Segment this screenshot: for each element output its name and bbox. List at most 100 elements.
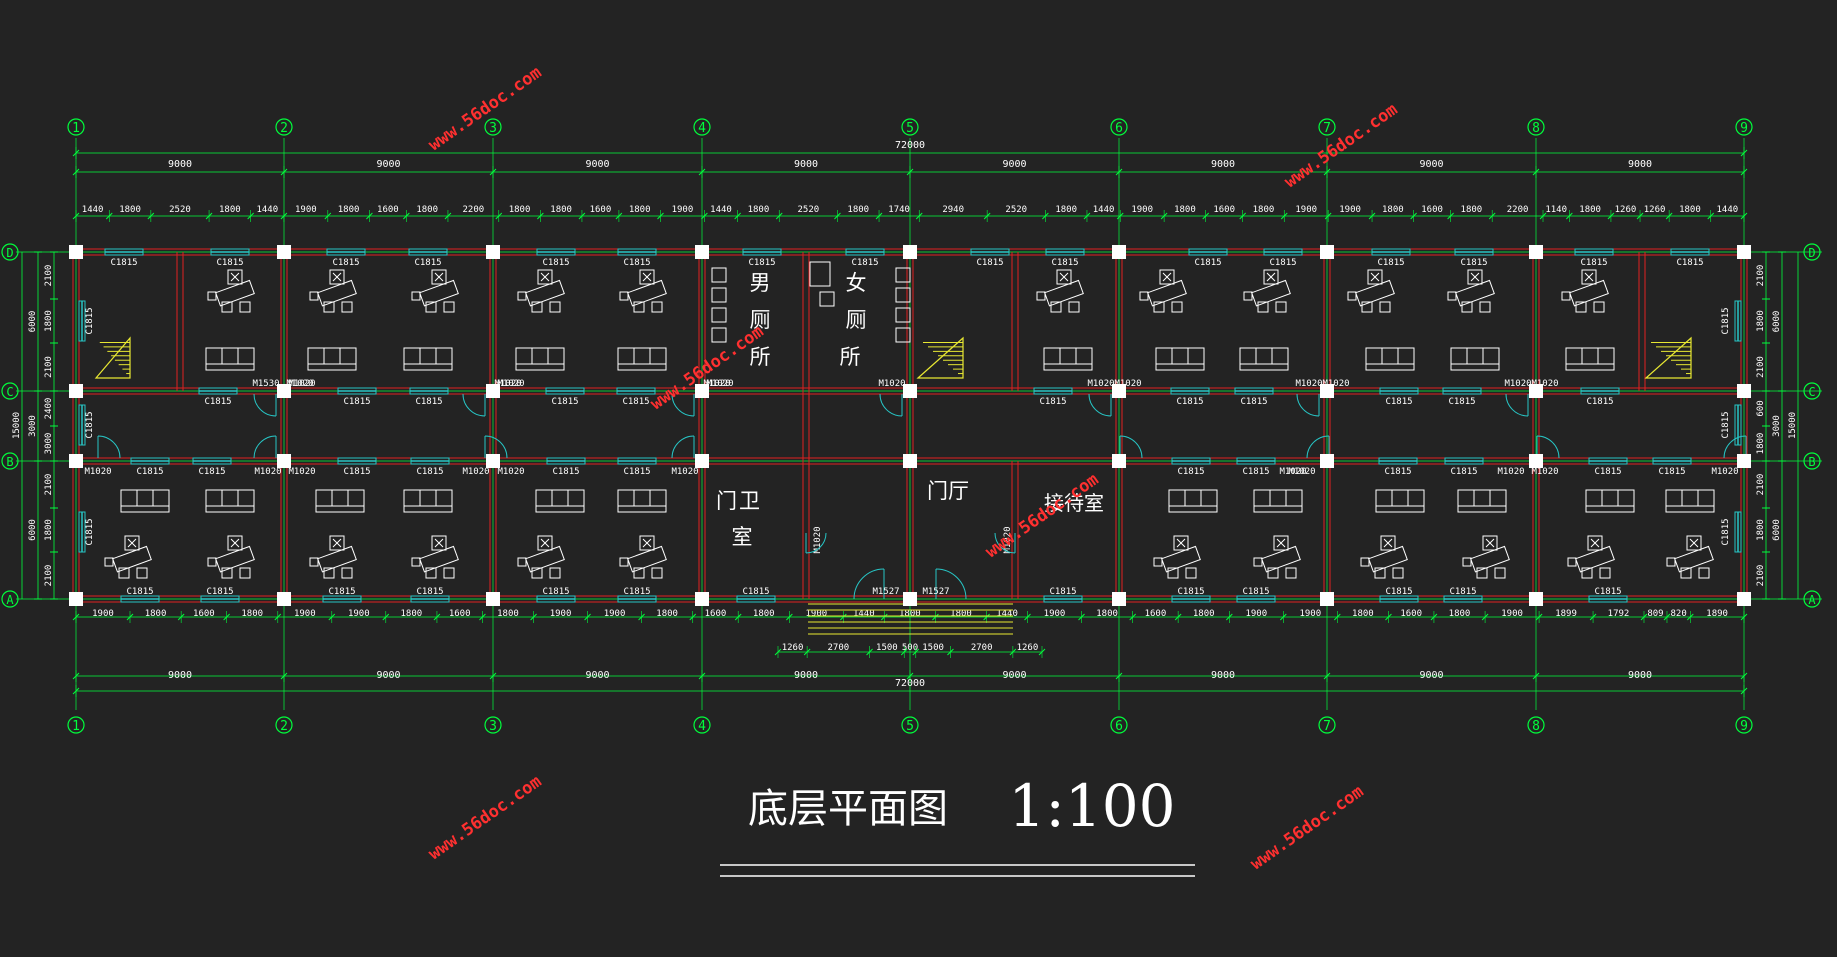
bay-dim-text: 9000 bbox=[1419, 159, 1443, 170]
monitor-detail bbox=[127, 538, 137, 548]
column bbox=[1112, 454, 1126, 468]
room-mens-wc: 男厕所 bbox=[750, 271, 771, 369]
sofa bbox=[1565, 347, 1615, 371]
entrance-segment-text: 1260 bbox=[782, 643, 804, 653]
door-swing bbox=[805, 532, 827, 554]
sofa-frame bbox=[1665, 489, 1715, 513]
bottom-segment-text: 1800 bbox=[241, 609, 263, 619]
desk bbox=[1569, 279, 1609, 307]
door-label: M1020 bbox=[1497, 467, 1524, 477]
window-label: C1815 bbox=[343, 467, 370, 477]
window-label: C1815 bbox=[1039, 397, 1066, 407]
column bbox=[695, 245, 709, 259]
sofa-frame bbox=[1365, 347, 1415, 371]
window-label: C1815 bbox=[204, 397, 231, 407]
chair bbox=[1593, 301, 1605, 313]
chair bbox=[633, 301, 645, 313]
bottom-segment-text: 1900 bbox=[348, 609, 370, 619]
window-label: C1815 bbox=[126, 587, 153, 597]
office-desk-set bbox=[1243, 269, 1291, 313]
chair bbox=[619, 557, 629, 567]
chair bbox=[443, 301, 455, 313]
bottom-segment-text: 1900 bbox=[1245, 609, 1267, 619]
door-label: M1020 bbox=[497, 467, 524, 477]
chair bbox=[1185, 567, 1197, 579]
top-segment-text: 1900 bbox=[295, 205, 317, 215]
chair bbox=[136, 567, 148, 579]
chair bbox=[239, 301, 251, 313]
sofa-frame bbox=[1168, 489, 1218, 513]
sofa bbox=[1155, 347, 1205, 371]
door-swing bbox=[853, 568, 885, 600]
monitor bbox=[1686, 535, 1702, 551]
bottom-segment-text: 1900 bbox=[1501, 609, 1523, 619]
left-dim-text: 1800 bbox=[44, 519, 54, 541]
chair bbox=[531, 567, 543, 579]
sofa bbox=[1450, 347, 1500, 371]
column bbox=[1737, 245, 1751, 259]
column bbox=[1112, 592, 1126, 606]
door-swing bbox=[484, 435, 508, 459]
door-label: M1020 bbox=[1504, 379, 1531, 389]
column bbox=[69, 384, 83, 398]
column bbox=[1529, 384, 1543, 398]
chair bbox=[425, 567, 437, 579]
top-segment-text: 1260 bbox=[1644, 205, 1666, 215]
chair bbox=[1392, 567, 1404, 579]
monitor bbox=[329, 535, 345, 551]
desk bbox=[627, 545, 667, 573]
right-overall-text: 15000 bbox=[1788, 412, 1798, 439]
top-segment-text: 1900 bbox=[1339, 205, 1361, 215]
monitor-detail bbox=[642, 538, 652, 548]
monitor-detail bbox=[642, 272, 652, 282]
axis-bubble-A bbox=[1803, 590, 1821, 608]
bay-dim-text: 9000 bbox=[1628, 670, 1652, 681]
room-lobby: 门厅 bbox=[927, 479, 969, 503]
column bbox=[1529, 454, 1543, 468]
window-label: C1815 bbox=[1385, 587, 1412, 597]
chair bbox=[1275, 301, 1287, 313]
chair bbox=[1379, 301, 1391, 313]
left-overall-text: 15000 bbox=[12, 412, 22, 439]
top-segment-text: 1800 bbox=[1382, 205, 1404, 215]
sofa-frame bbox=[307, 347, 357, 371]
monitor-detail bbox=[332, 272, 342, 282]
axis-bubble-C bbox=[1803, 382, 1821, 400]
desk bbox=[1044, 279, 1084, 307]
monitor bbox=[431, 269, 447, 285]
monitor bbox=[1467, 269, 1483, 285]
bottom-segment-text: 1900 bbox=[294, 609, 316, 619]
sofa-frame bbox=[1043, 347, 1093, 371]
axis-bubble-8 bbox=[1527, 716, 1545, 734]
left-dim-text: 2100 bbox=[44, 474, 54, 496]
column bbox=[1320, 592, 1334, 606]
axis-bubble-9 bbox=[1735, 118, 1753, 136]
chair bbox=[1581, 567, 1593, 579]
top-segment-text: 1440 bbox=[710, 205, 732, 215]
monitor bbox=[639, 535, 655, 551]
axis-label-B: B bbox=[6, 455, 13, 469]
top-segment-text: 1440 bbox=[256, 205, 278, 215]
axis-bubble-7 bbox=[1318, 118, 1336, 136]
office-desk-set bbox=[1036, 269, 1084, 313]
desk bbox=[317, 279, 357, 307]
monitor-detail bbox=[1689, 538, 1699, 548]
sofa-frame bbox=[515, 347, 565, 371]
monitor-detail bbox=[1485, 538, 1495, 548]
column bbox=[695, 592, 709, 606]
window-label: C1815 bbox=[622, 397, 649, 407]
door-label: M1020 bbox=[1087, 379, 1114, 389]
window-label: C1815 bbox=[551, 397, 578, 407]
left-total-text: 6000 bbox=[28, 311, 38, 333]
chair bbox=[443, 567, 455, 579]
monitor bbox=[1159, 269, 1175, 285]
sofa bbox=[515, 347, 565, 371]
door-label: M1020 bbox=[706, 379, 733, 389]
axis-label-A: A bbox=[6, 593, 14, 607]
office-desk-set bbox=[517, 535, 565, 579]
column bbox=[1320, 454, 1334, 468]
bottom-segment-text: 1900 bbox=[92, 609, 114, 619]
chair bbox=[309, 291, 319, 301]
column bbox=[1320, 384, 1334, 398]
chair bbox=[651, 567, 663, 579]
